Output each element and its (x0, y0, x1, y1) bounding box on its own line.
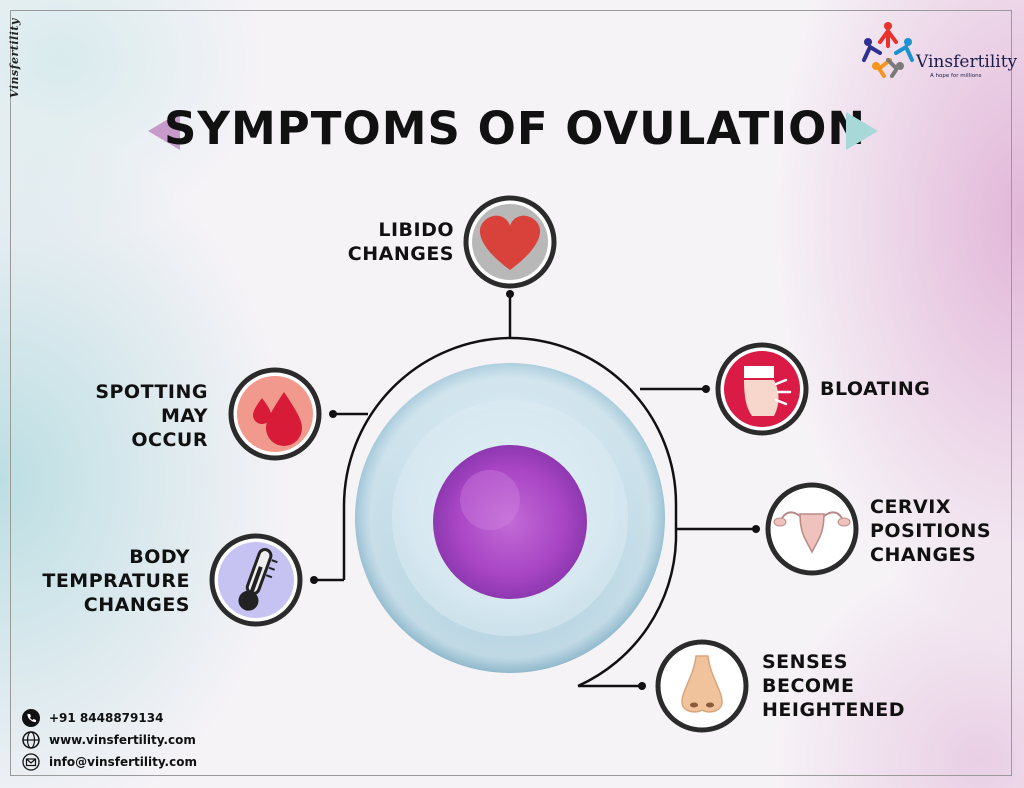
label-spotting: SPOTTING MAY OCCUR (95, 381, 208, 451)
contact-phone[interactable]: +91 8448879134 (22, 708, 163, 728)
egg-nucleus (433, 445, 587, 599)
title-right-arrow (846, 112, 878, 150)
page-title: SYMPTOMS OF OVULATION (164, 102, 866, 155)
logo-people-icon (862, 22, 914, 78)
phone-icon (22, 709, 40, 727)
brand-name: Vinsfertility (916, 52, 1018, 72)
heart-icon (463, 195, 557, 289)
uterus-icon (765, 482, 859, 576)
label-senses: SENSES BECOME HEIGHTENED (762, 651, 906, 721)
label-cervix: CERVIX POSITIONS CHANGES (870, 496, 992, 566)
brand-logo[interactable]: Vinsfertility A hope for millions (858, 20, 1017, 80)
globe-icon (22, 731, 40, 749)
contact-website[interactable]: www.vinsfertility.com (22, 730, 196, 750)
border-frame (10, 10, 1012, 776)
contact-email[interactable]: info@vinsfertility.com (22, 752, 197, 772)
bloating-icon (715, 342, 809, 436)
connector-arc-left (342, 336, 511, 580)
thermometer-icon (209, 533, 303, 627)
brand-tagline: A hope for millions (930, 73, 982, 79)
label-libido: LIBIDO CHANGES (347, 219, 454, 265)
connector-arc (509, 336, 678, 688)
title-left-arrow (148, 112, 180, 150)
mail-icon (22, 753, 40, 771)
label-bloating: BLOATING (820, 378, 931, 400)
nose-icon (655, 639, 749, 733)
blood-drop-icon (228, 367, 322, 461)
label-temperature: BODY TEMPRATURE CHANGES (42, 546, 190, 616)
